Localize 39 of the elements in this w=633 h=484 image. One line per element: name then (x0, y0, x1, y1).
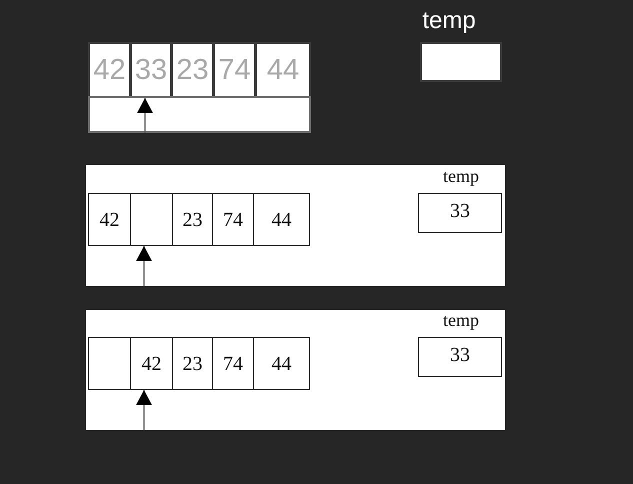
temp-value: 33 (450, 201, 470, 221)
array-cell (253, 193, 310, 246)
cell-value: 33 (134, 56, 168, 84)
pointer-arrow (136, 390, 152, 430)
cell-value: 44 (272, 354, 292, 374)
temp-label: temp (442, 311, 480, 331)
array-cell (130, 337, 173, 390)
array-cell (130, 42, 172, 98)
cell-value: 44 (266, 56, 300, 84)
step-panel (86, 310, 505, 430)
cell-value: 23 (182, 210, 202, 230)
step-panel (86, 165, 505, 286)
cell-value: 23 (182, 354, 202, 374)
array-cell (88, 337, 131, 390)
array-cell (130, 193, 173, 246)
array-cell (255, 42, 311, 98)
temp-label: temp (442, 167, 480, 187)
array-cell (213, 42, 256, 98)
cell-value: 42 (93, 56, 126, 84)
cell-value: 23 (176, 56, 209, 84)
array-cell (212, 337, 254, 390)
cell-value: 74 (223, 210, 243, 230)
array-cell (212, 193, 254, 246)
cell-value: 44 (272, 210, 292, 230)
temp-value: 33 (450, 345, 470, 365)
array-cell (88, 42, 131, 98)
array-cell (172, 337, 213, 390)
cell-value: 74 (223, 354, 243, 374)
array-cell (88, 193, 131, 246)
pointer-arrow (137, 98, 153, 133)
array-cell (172, 193, 213, 246)
pointer-arrow (136, 246, 152, 286)
temp-label: temp (421, 8, 477, 34)
array-cell (253, 337, 310, 390)
array-cell (171, 42, 214, 98)
base-strip (88, 96, 311, 133)
cell-value: 42 (100, 210, 120, 230)
cell-value: 74 (218, 56, 251, 84)
cell-value: 42 (142, 354, 162, 374)
